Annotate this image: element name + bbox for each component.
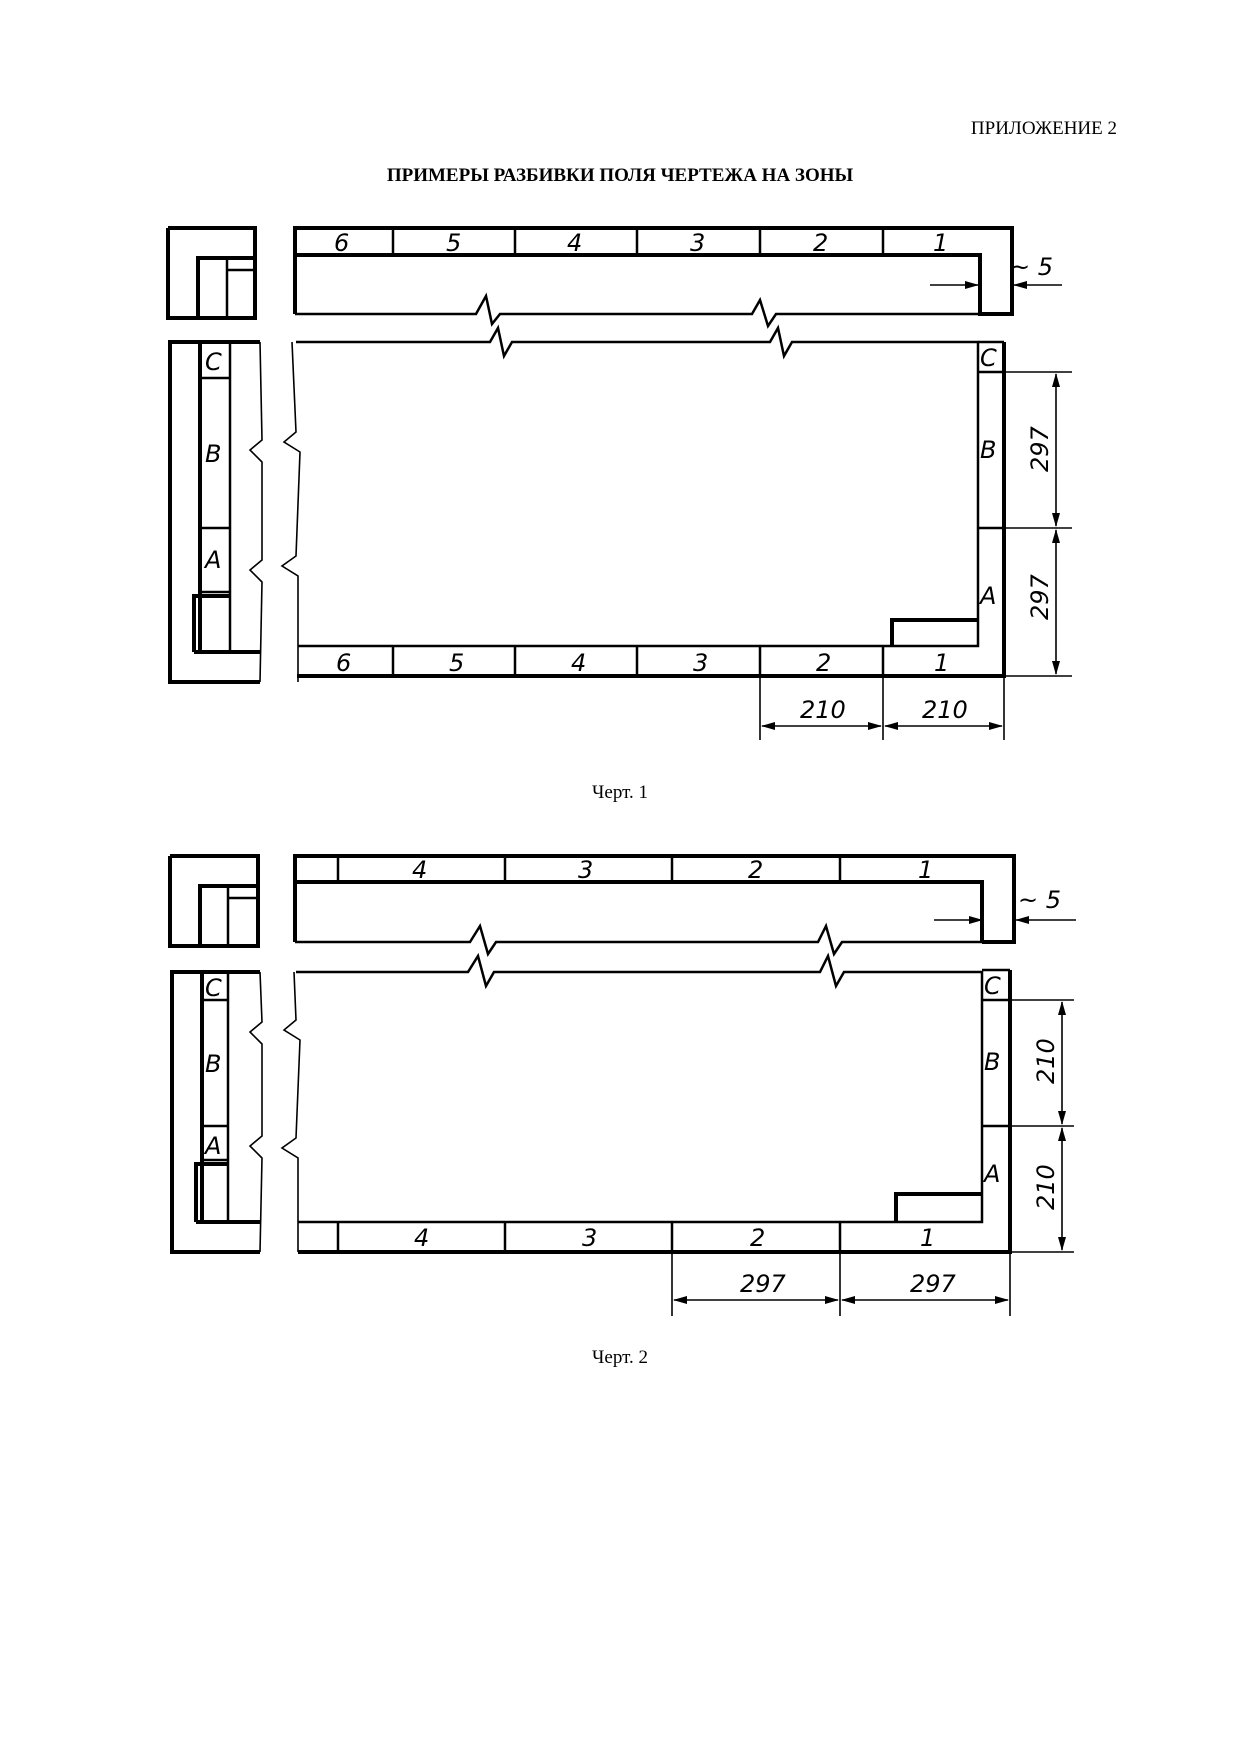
bottom-col-label-3: 3: [582, 1224, 597, 1252]
side-row-label-b: B: [205, 440, 221, 468]
vertical-dim-upper: 210: [1032, 1038, 1060, 1084]
side-row-label-a: A: [203, 546, 221, 574]
side-row-label-b: B: [205, 1050, 221, 1078]
top-col-label-3: 3: [578, 856, 593, 884]
top-col-label-5: 5: [446, 229, 461, 257]
margin-note: ~ 5: [1018, 886, 1061, 914]
bottom-col-label-1: 1: [934, 649, 949, 677]
top-strip: 4 3 2 1 ~ 5: [293, 854, 1076, 957]
side-row-label-c: C: [205, 974, 222, 1002]
dimensions: 210 210 297 297: [671, 999, 1074, 1316]
top-col-label-2: 2: [813, 229, 828, 257]
bottom-col-label-1: 1: [920, 1224, 935, 1252]
bottom-col-label-3: 3: [693, 649, 708, 677]
bottom-col-label-2: 2: [750, 1224, 765, 1252]
row-label-c: C: [980, 344, 997, 372]
side-view-bottom: C B A: [168, 340, 301, 684]
bottom-col-label-5: 5: [449, 649, 464, 677]
vertical-dim-upper: 297: [1026, 425, 1054, 472]
horizontal-dim-left: 210: [800, 696, 846, 724]
row-label-a: A: [982, 1160, 1000, 1188]
side-row-label-c: C: [205, 348, 222, 376]
horizontal-dim-right: 297: [910, 1270, 957, 1298]
top-col-label-4: 4: [567, 229, 582, 257]
main-frame: 4 3 2 1 C B A: [296, 952, 1012, 1254]
side-view-top: [166, 226, 257, 320]
bottom-col-label-4: 4: [571, 649, 586, 677]
horizontal-dim-left: 297: [740, 1270, 787, 1298]
figure-caption-1: Черт. 1: [592, 782, 648, 803]
row-label-c: C: [984, 972, 1001, 1000]
page-title: ПРИМЕРЫ РАЗБИВКИ ПОЛЯ ЧЕРТЕЖА НА ЗОНЫ: [386, 165, 854, 186]
bottom-col-label-4: 4: [414, 1224, 429, 1252]
vertical-dim-lower: 297: [1026, 573, 1054, 620]
side-row-label-a: A: [203, 1132, 221, 1160]
row-label-b: B: [984, 1048, 1000, 1076]
bottom-col-label-6: 6: [336, 649, 351, 677]
top-strip: 6 5 4 3 2 1 ~ 5: [293, 226, 1062, 329]
appendix-label: ПРИЛОЖЕНИЕ 2: [970, 118, 1117, 139]
top-col-label-4: 4: [412, 856, 427, 884]
row-label-a: A: [978, 582, 996, 610]
horizontal-dim-right: 210: [922, 696, 968, 724]
dimensions: 297 297 210 210: [759, 371, 1072, 740]
side-view-bottom: C B A: [170, 970, 301, 1254]
top-col-label-6: 6: [334, 229, 349, 257]
top-col-label-1: 1: [933, 229, 948, 257]
figure-caption-2: Черт. 2: [592, 1347, 648, 1368]
top-col-label-2: 2: [748, 856, 763, 884]
row-label-b: B: [980, 436, 996, 464]
side-view-top: [168, 854, 260, 948]
top-col-label-1: 1: [918, 856, 933, 884]
vertical-dim-lower: 210: [1032, 1164, 1060, 1210]
bottom-col-label-2: 2: [816, 649, 831, 677]
margin-note: ~ 5: [1010, 253, 1053, 281]
zone-drawing-1: C B A 6 5 4 3 2 1 ~ 5 6 5 4: [166, 226, 1072, 740]
zone-drawing-2: C B A 4 3 2 1 ~ 5 4 3 2 1 C B A: [168, 854, 1076, 1316]
top-col-label-3: 3: [690, 229, 705, 257]
